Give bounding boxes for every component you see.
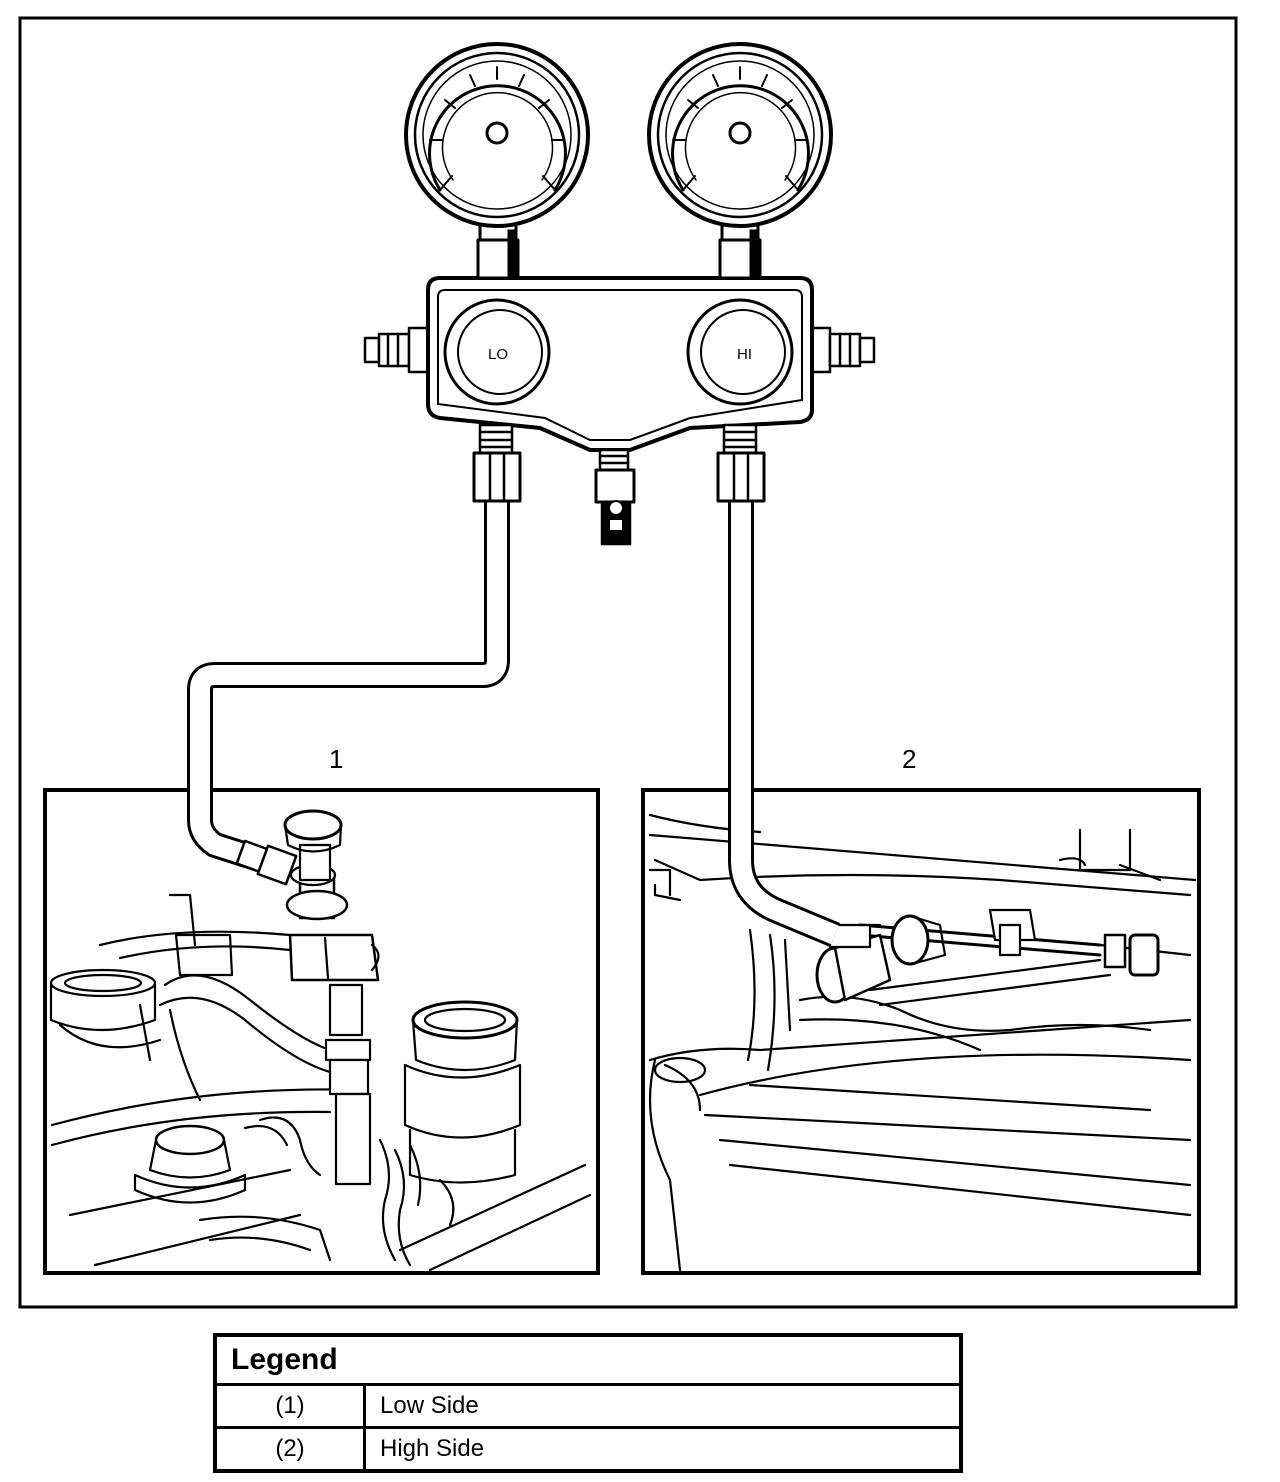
legend-title: Legend — [213, 1333, 963, 1386]
low-side-hose — [187, 498, 510, 886]
high-knob-label: HI — [737, 346, 752, 363]
ac-manifold-gauge-diagram: LO HI — [18, 16, 1238, 1309]
callout-1: 1 — [329, 744, 343, 774]
high-side-hose — [728, 498, 840, 947]
manifold-body: LO HI — [363, 276, 876, 546]
legend-row-description: High Side — [363, 1426, 963, 1473]
figure-border — [18, 16, 1238, 1309]
low-knob-label: LO — [488, 346, 508, 363]
legend-row-description: Low Side — [363, 1383, 963, 1429]
legend-header-row: Legend — [213, 1333, 963, 1386]
legend-table: Legend (1) Low Side (2) High Side — [213, 1333, 963, 1473]
legend-row-number: (2) — [213, 1426, 366, 1473]
callout-2: 2 — [902, 744, 916, 774]
legend-row: (2) High Side — [213, 1426, 963, 1473]
low-side-gauge — [404, 42, 590, 280]
high-side-gauge — [647, 42, 833, 280]
legend-row: (1) Low Side — [213, 1383, 963, 1429]
legend-row-number: (1) — [213, 1383, 366, 1429]
high-side-inset — [641, 788, 1201, 1275]
low-side-inset — [43, 788, 600, 1275]
